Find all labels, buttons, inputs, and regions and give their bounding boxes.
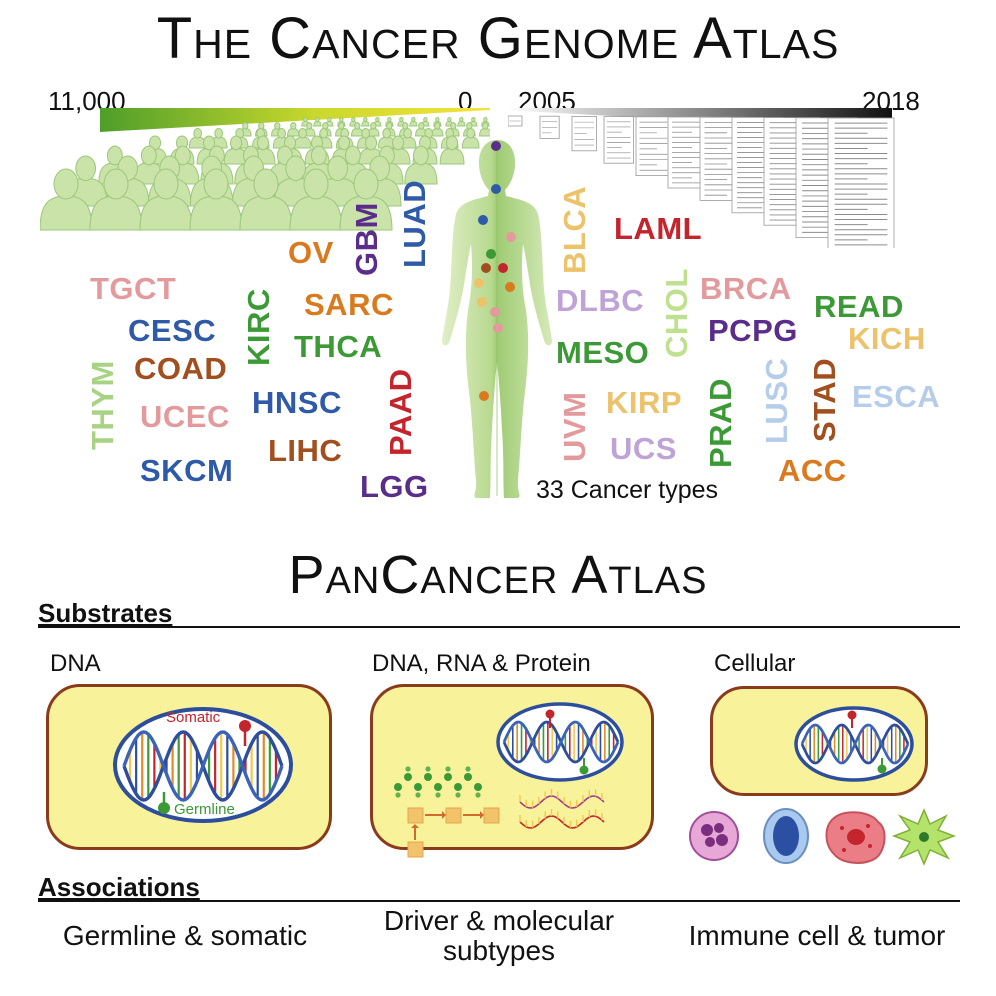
person-silhouette-icon	[404, 145, 438, 185]
substrate-dna-label: DNA	[50, 650, 101, 677]
association-germline-somatic: Germline & somatic	[20, 921, 350, 951]
dna-cell-nucleus: Somatic Germline	[113, 707, 293, 823]
person-silhouette-icon	[189, 168, 243, 231]
cancer-type-thym: THYM	[85, 360, 120, 450]
cancer-type-kirp: KIRP	[606, 385, 683, 420]
cancer-type-laml: LAML	[614, 211, 703, 246]
human-body-figure	[441, 140, 553, 498]
cancer-type-chol: CHOL	[659, 268, 694, 358]
person-silhouette-icon	[367, 122, 380, 137]
pancancer-title: PanCancer Atlas	[288, 545, 708, 605]
person-silhouette-icon	[361, 116, 370, 127]
cancer-type-tgct: TGCT	[90, 271, 177, 306]
paper-page-icon	[827, 117, 895, 248]
cancer-type-thca: THCA	[294, 329, 383, 364]
person-silhouette-icon	[239, 168, 293, 231]
patient-crowd	[40, 116, 490, 231]
cancer-type-paad: PAAD	[383, 368, 418, 456]
substrates-heading: Substrates	[38, 598, 173, 628]
cancer-type-luad: LUAD	[397, 179, 432, 268]
tumor-cell-icon	[825, 811, 886, 864]
cancer-type-lihc: LIHC	[268, 433, 343, 468]
person-silhouette-icon	[339, 168, 393, 231]
cancer-type-ucs: UCS	[610, 431, 677, 466]
cancer-type-ov: OV	[288, 235, 334, 270]
paper-page-icon	[539, 115, 560, 139]
cancer-type-dlbc: DLBC	[556, 283, 645, 318]
cellular-nucleus	[794, 706, 914, 782]
cancer-type-blca: BLCA	[557, 185, 592, 274]
cancer-type-lusc: LUSC	[759, 357, 794, 444]
multiomic-nucleus	[496, 702, 624, 782]
cancer-type-hnsc: HNSC	[252, 385, 342, 420]
paper-page-icon	[603, 116, 635, 164]
cancer-type-meso: MESO	[556, 335, 650, 370]
cancer-type-read: READ	[814, 289, 904, 324]
cancer-types-caption: 33 Cancer types	[536, 476, 719, 504]
cancer-type-uvm: UVM	[557, 391, 592, 462]
lymphocyte-cell-icon	[763, 808, 809, 864]
page-title: The Cancer Genome Atlas	[156, 6, 840, 71]
person-silhouette-icon	[313, 116, 322, 127]
association-line: subtypes	[442, 935, 556, 966]
cancer-type-sarc: SARC	[304, 287, 394, 322]
paper-page-icon	[571, 116, 597, 152]
association-line: Driver & molecular	[383, 905, 615, 936]
person-silhouette-icon	[431, 122, 444, 137]
cancer-type-cesc: CESC	[128, 313, 217, 348]
publications-stack	[508, 115, 895, 248]
organ-dots	[474, 141, 516, 401]
cancer-type-ucec: UCEC	[140, 399, 230, 434]
person-silhouette-icon	[40, 168, 93, 231]
somatic-marker-icon	[239, 720, 251, 732]
person-silhouette-icon	[287, 122, 300, 137]
germline-marker-icon	[158, 802, 170, 814]
substrate-multiomic-label: DNA, RNA & Protein	[372, 650, 591, 677]
person-silhouette-icon	[139, 168, 193, 231]
dendritic-cell-icon	[891, 808, 956, 866]
cancer-type-prad: PRAD	[703, 378, 738, 468]
association-driver-subtypes: Driver & molecular subtypes	[334, 906, 664, 966]
cancer-type-kirc: KIRC	[241, 288, 276, 366]
person-silhouette-icon	[461, 127, 480, 149]
cancer-type-brca: BRCA	[700, 271, 792, 306]
cancer-type-coad: COAD	[134, 351, 228, 386]
paper-page-icon	[508, 115, 523, 127]
patients-gradient-wedge	[100, 108, 490, 132]
person-silhouette-icon	[479, 122, 490, 137]
cancer-type-lgg: LGG	[360, 469, 429, 504]
person-silhouette-icon	[457, 116, 466, 127]
associations-heading: Associations	[38, 872, 200, 902]
person-silhouette-icon	[409, 116, 418, 127]
somatic-label: Somatic	[166, 709, 221, 726]
substrates-divider	[38, 626, 960, 628]
neutrophil-cell-icon	[689, 811, 739, 861]
protein-chain-icon	[394, 766, 482, 798]
associations-divider	[38, 900, 960, 902]
cancer-type-esca: ESCA	[852, 379, 941, 414]
cancer-type-skcm: SKCM	[140, 453, 234, 488]
cancer-type-stad: STAD	[807, 357, 842, 442]
cancer-type-kich: KICH	[848, 321, 926, 356]
cancer-type-acc: ACC	[778, 453, 847, 488]
association-immune-tumor: Immune cell & tumor	[652, 921, 982, 951]
paper-page-icon	[635, 116, 672, 176]
rna-strands-icon	[519, 789, 605, 829]
cancer-type-pcpg: PCPG	[708, 313, 798, 348]
person-silhouette-icon	[289, 168, 343, 231]
association-line: Germline & somatic	[62, 920, 308, 951]
person-silhouette-icon	[439, 135, 465, 165]
cancer-type-gbm: GBM	[349, 202, 384, 276]
association-line: Immune cell & tumor	[688, 920, 946, 951]
germline-label: Germline	[174, 801, 235, 818]
pathway-icon	[407, 807, 500, 858]
substrate-cellular-label: Cellular	[714, 650, 796, 677]
immune-tumor-cells	[689, 808, 956, 866]
